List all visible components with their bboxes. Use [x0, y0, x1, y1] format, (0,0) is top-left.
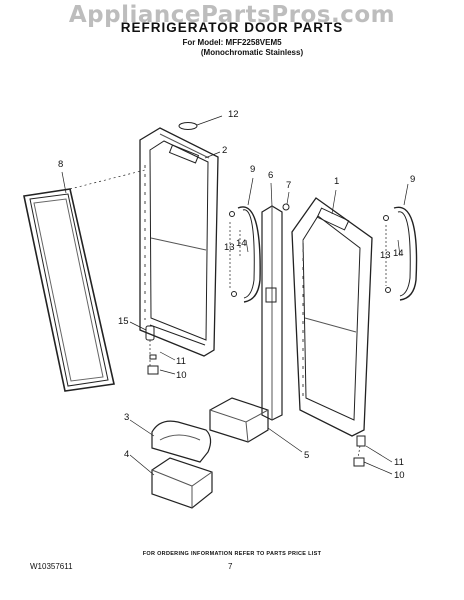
model-info: For Model: MFF2258VEM5 (Monochromatic St…	[0, 38, 464, 58]
part-11-10-left-hardware	[147, 354, 159, 375]
watermark: AppliancePartsPros.com	[68, 2, 396, 28]
callout-14-right: 14	[393, 248, 404, 259]
ordering-note: FOR ORDERING INFORMATION REFER TO PARTS …	[142, 551, 322, 557]
part-3-bin-cover	[151, 420, 212, 463]
callout-8: 8	[58, 159, 63, 170]
callout-9-left: 9	[250, 164, 255, 175]
callout-2: 2	[222, 145, 227, 156]
leader-lines	[61, 115, 409, 476]
part-5-door-bin	[209, 397, 269, 443]
callout-11-left: 11	[176, 356, 186, 367]
callout-labels: 12 2 8 9 6 7 1 9 13 14 13 14 15 11 10 3 …	[58, 109, 415, 481]
document-number: W10357611	[30, 562, 73, 571]
part-7-screw	[282, 203, 290, 211]
part-6-mullion	[261, 205, 283, 421]
part-9-left-handle	[229, 206, 261, 303]
callout-15: 15	[118, 316, 129, 327]
callout-10-right: 10	[394, 470, 405, 481]
part-8-door-gasket	[23, 188, 115, 392]
callout-3: 3	[124, 412, 129, 423]
part-2-left-door-liner	[139, 127, 219, 357]
callout-14-left: 14	[236, 238, 247, 249]
page-number: 7	[228, 562, 233, 571]
callout-4: 4	[124, 449, 129, 460]
page-title: REFRIGERATOR DOOR PARTS	[120, 20, 344, 35]
callout-12: 12	[228, 109, 239, 120]
callout-11-right: 11	[394, 457, 404, 468]
part-9-right-handle	[383, 206, 418, 301]
callout-6: 6	[268, 170, 273, 181]
model-line-1: For Model: MFF2258VEM5	[182, 38, 282, 47]
callout-13-right: 13	[380, 250, 391, 261]
callout-7: 7	[286, 180, 291, 191]
model-line-2: (Monochromatic Stainless)	[200, 48, 304, 57]
part-4-bin	[151, 457, 213, 509]
callout-5: 5	[304, 450, 309, 461]
callout-13-left: 13	[224, 242, 235, 253]
part-12-hinge-cap	[178, 122, 198, 130]
callout-1: 1	[334, 176, 339, 187]
callout-10-left: 10	[176, 370, 187, 381]
part-1-right-door-liner	[291, 197, 373, 437]
callout-9-right: 9	[410, 174, 415, 185]
